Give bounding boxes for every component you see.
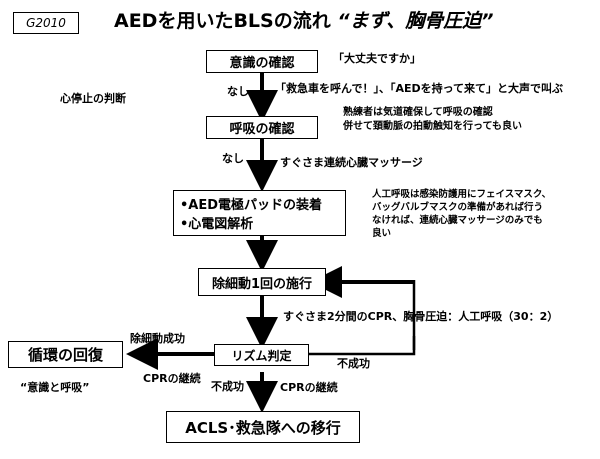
note-ventilation-line3: なければ、連続心臓マッサージのみでも	[372, 215, 543, 226]
label-defib-success: 除細動成功	[130, 332, 185, 345]
guideline-tag-text: G2010	[26, 16, 66, 30]
step-consciousness-check: 意識の確認	[206, 50, 318, 73]
guideline-tag: G2010	[13, 12, 79, 34]
page-title: AEDを用いたBLSの流れ “まず、胸骨圧迫”	[114, 10, 494, 33]
arrow-fail-loop	[309, 280, 416, 356]
label-none-1: なし	[227, 85, 249, 98]
step-breathing-label: 呼吸の確認	[229, 122, 295, 137]
note-ventilation-line4: 良い	[372, 228, 392, 239]
title-main: AEDを用いたBLSの流れ	[114, 10, 331, 32]
step-defibrillation-label: 除細動1回の施行	[211, 276, 313, 292]
step-aed-pads-line1: •AED電極パッドの装着	[180, 198, 323, 213]
note-ventilation-line1: 人工呼吸は感染防護用にフェイスマスク、	[372, 189, 552, 200]
step-recovery-label: 循環の回復	[27, 346, 103, 364]
note-cpr-continue-right: CPRの継続	[280, 381, 338, 394]
step-consciousness-label: 意識の確認	[229, 56, 295, 71]
note-continuous-cpr: すぐさま連続心臓マッサージ	[280, 156, 423, 169]
note-are-you-ok: 「大丈夫ですか」	[333, 52, 421, 65]
step-breathing-check: 呼吸の確認	[206, 116, 318, 139]
step-acls-transfer: ACLS･救急隊への移行	[166, 411, 360, 443]
step-aed-pads-line2: •心電図解析	[180, 217, 254, 232]
step-rhythm-label: リズム判定	[231, 348, 292, 363]
label-fail-down: 不成功	[211, 380, 244, 393]
step-aed-pads: •AED電極パッドの装着 •心電図解析	[173, 190, 346, 236]
title-emphasis: “まず、胸骨圧迫”	[337, 10, 494, 32]
note-expert-line2: 併せて頚動脈の拍動触知を行っても良い	[343, 121, 522, 132]
step-circulation-recovery: 循環の回復	[8, 341, 123, 368]
step-acls-label: ACLS･救急隊への移行	[185, 418, 341, 437]
label-none-2: なし	[222, 152, 244, 165]
step-defibrillation: 除細動1回の施行	[198, 268, 326, 296]
note-cardiac-arrest-judgement: 心停止の判断	[60, 92, 126, 105]
note-expert-line1: 熟練者は気道確保して呼吸の確認	[343, 107, 493, 118]
note-shout: 「救急車を呼んで！」、「AEDを持って来て」と大声で叫ぶ	[275, 82, 564, 95]
note-two-minute-cpr: すぐさま2分間のCPR、胸骨圧迫：人工呼吸（30：2）	[283, 310, 559, 323]
note-consciousness-breathing: “意識と呼吸”	[20, 381, 90, 394]
note-cpr-continue-left: CPRの継続	[143, 372, 201, 385]
note-ventilation-line2: バッグバルブマスクの準備があれば行う	[372, 202, 544, 213]
step-rhythm-check: リズム判定	[214, 344, 309, 366]
label-fail-right: 不成功	[337, 357, 370, 370]
